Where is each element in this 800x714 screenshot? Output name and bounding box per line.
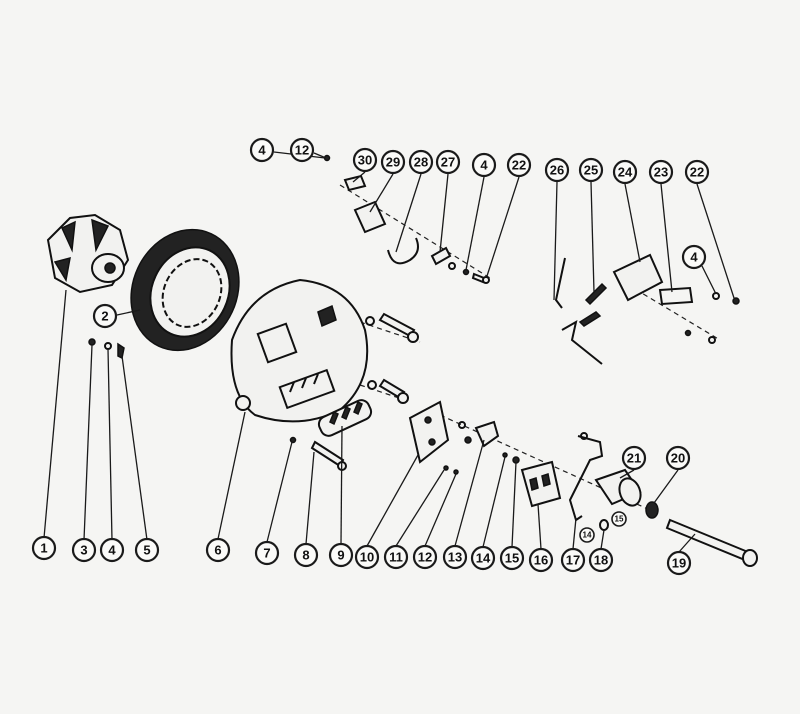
svg-text:17: 17 xyxy=(566,553,580,568)
callout-3: 3 xyxy=(71,537,97,563)
callout-small-15: 15 xyxy=(611,511,627,527)
svg-text:25: 25 xyxy=(584,163,598,178)
top-left-parts xyxy=(323,154,490,284)
svg-text:30: 30 xyxy=(358,153,372,168)
svg-text:3: 3 xyxy=(80,543,87,558)
svg-text:9: 9 xyxy=(337,548,344,563)
svg-text:26: 26 xyxy=(550,163,564,178)
screws-3-4-5 xyxy=(88,338,125,360)
callout-30: 30 xyxy=(352,147,378,173)
svg-text:14: 14 xyxy=(476,551,491,566)
leader-lines xyxy=(43,151,735,553)
svg-text:4: 4 xyxy=(690,250,698,265)
callout-26: 26 xyxy=(544,157,570,183)
callout-16: 16 xyxy=(528,547,554,573)
callout-4: 4 xyxy=(99,537,125,563)
svg-text:6: 6 xyxy=(214,543,221,558)
callout-4-top-mid: 4 xyxy=(471,152,497,178)
callout-14: 14 xyxy=(470,545,496,571)
assembly-axes xyxy=(339,184,721,511)
bracket-and-bolt xyxy=(568,432,758,567)
svg-text:4: 4 xyxy=(480,158,488,173)
svg-text:18: 18 xyxy=(594,553,608,568)
svg-text:11: 11 xyxy=(389,550,403,565)
callout-19: 19 xyxy=(666,550,692,576)
callout-4-right: 4 xyxy=(681,244,707,270)
callout-small-14: 14 xyxy=(579,527,595,543)
svg-text:24: 24 xyxy=(618,165,633,180)
svg-text:22: 22 xyxy=(512,158,526,173)
svg-text:13: 13 xyxy=(448,550,462,565)
svg-text:2: 2 xyxy=(101,309,108,324)
svg-text:1: 1 xyxy=(40,541,47,556)
callout-11: 11 xyxy=(383,544,409,570)
svg-text:15: 15 xyxy=(615,515,624,524)
callout-15: 15 xyxy=(499,545,525,571)
callout-18: 18 xyxy=(588,547,614,573)
callout-8: 8 xyxy=(293,542,319,568)
callout-6: 6 xyxy=(205,537,231,563)
stator-part xyxy=(130,228,240,352)
svg-text:8: 8 xyxy=(302,548,309,563)
regulator-parts xyxy=(408,400,562,508)
svg-text:7: 7 xyxy=(263,546,270,561)
svg-text:12: 12 xyxy=(418,550,432,565)
svg-text:4: 4 xyxy=(258,143,266,158)
callout-27: 27 xyxy=(435,149,461,175)
callout-12: 12 xyxy=(412,544,438,570)
callout-4-top-left: 4 xyxy=(249,137,275,163)
callout-22-right: 22 xyxy=(684,159,710,185)
svg-text:12: 12 xyxy=(295,143,309,158)
svg-text:10: 10 xyxy=(360,550,374,565)
svg-text:20: 20 xyxy=(671,451,685,466)
svg-text:15: 15 xyxy=(505,551,519,566)
callout-25: 25 xyxy=(578,157,604,183)
callout-10: 10 xyxy=(354,544,380,570)
callout-28: 28 xyxy=(408,149,434,175)
callout-9: 9 xyxy=(328,542,354,568)
callout-24: 24 xyxy=(612,159,638,185)
svg-text:28: 28 xyxy=(414,155,428,170)
callout-2: 2 xyxy=(92,303,118,329)
svg-text:21: 21 xyxy=(627,451,641,466)
callout-13: 13 xyxy=(442,544,468,570)
svg-text:4: 4 xyxy=(108,543,116,558)
callout-5: 5 xyxy=(134,537,160,563)
callouts: 1 2 3 4 5 6 7 8 9 10 11 12 13 14 15 16 1… xyxy=(31,137,710,576)
callout-29: 29 xyxy=(380,149,406,175)
svg-text:19: 19 xyxy=(672,556,686,571)
svg-text:22: 22 xyxy=(690,165,704,180)
callout-1: 1 xyxy=(31,535,57,561)
callout-17: 17 xyxy=(560,547,586,573)
terminal-plate xyxy=(317,399,373,437)
svg-text:5: 5 xyxy=(143,543,150,558)
top-right-parts xyxy=(554,253,740,365)
callout-7: 7 xyxy=(254,540,280,566)
svg-text:16: 16 xyxy=(534,553,548,568)
callout-20: 20 xyxy=(665,445,691,471)
housing-part xyxy=(230,278,369,423)
svg-text:29: 29 xyxy=(386,155,400,170)
svg-text:27: 27 xyxy=(441,155,455,170)
svg-text:23: 23 xyxy=(654,165,668,180)
rotor-part xyxy=(46,213,130,294)
callout-21: 21 xyxy=(621,445,647,471)
callout-12-top: 12 xyxy=(289,137,315,163)
callout-22-left: 22 xyxy=(506,152,532,178)
callout-23: 23 xyxy=(648,159,674,185)
svg-text:14: 14 xyxy=(583,531,592,540)
